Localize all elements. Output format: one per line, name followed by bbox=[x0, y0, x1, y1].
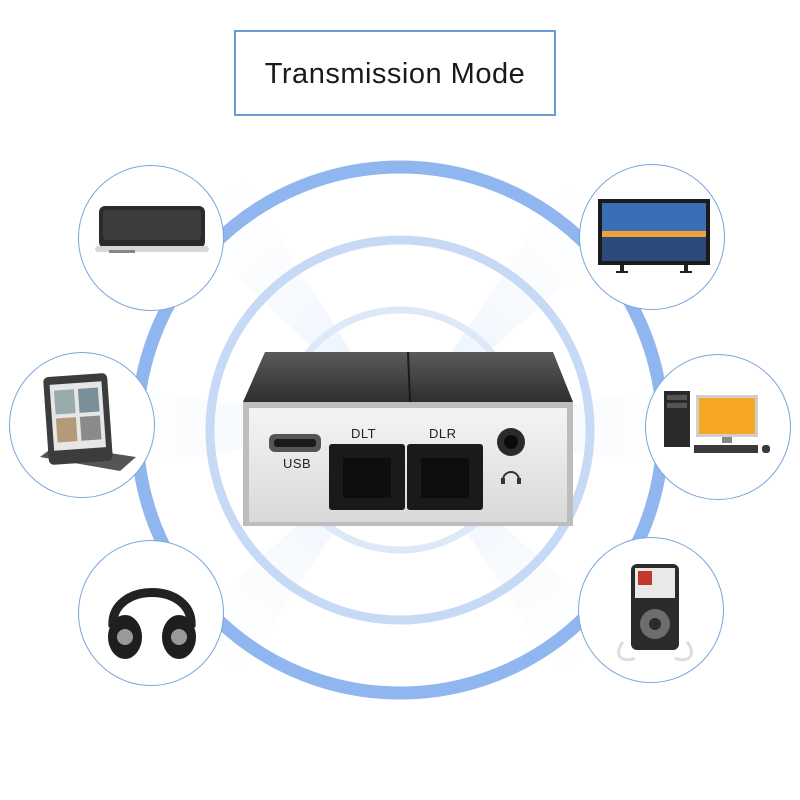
dlt-label: DLT bbox=[351, 426, 377, 441]
computer-bubble bbox=[645, 354, 791, 500]
headphones-bubble bbox=[78, 540, 224, 686]
tv-bubble bbox=[579, 164, 725, 310]
mp3-bubble bbox=[578, 537, 724, 683]
headphone-jack-icon bbox=[502, 471, 520, 481]
page-title: Transmission Mode bbox=[264, 58, 526, 90]
desktop-computer-icon bbox=[664, 391, 770, 453]
tv-icon bbox=[598, 199, 710, 273]
ebook-bubble bbox=[9, 352, 155, 498]
middle-ring bbox=[205, 235, 595, 625]
headphones-icon bbox=[108, 588, 196, 659]
usb-label: USB bbox=[283, 456, 312, 471]
device-body bbox=[243, 351, 573, 526]
title-box: Transmission Mode bbox=[234, 30, 556, 116]
transmitter-device: USB DLT DLR bbox=[243, 350, 573, 526]
speaker-bubble bbox=[78, 165, 224, 311]
mp3-player-icon bbox=[617, 564, 693, 662]
ebook-reader-icon bbox=[40, 373, 136, 471]
speaker-icon bbox=[95, 206, 209, 253]
dlr-label: DLR bbox=[429, 426, 457, 441]
